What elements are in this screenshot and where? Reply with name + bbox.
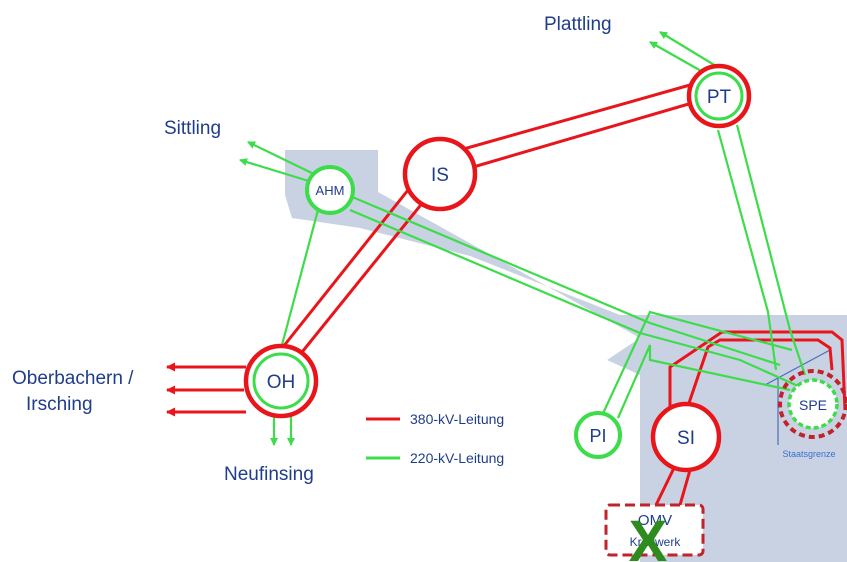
station-label-kraftwerk: Kraftwerk: [630, 535, 682, 549]
station-is: IS: [402, 136, 478, 212]
station-label-pi: PI: [589, 426, 606, 446]
label-oberbachern: Oberbachern /: [12, 368, 134, 389]
legend-label-220kv: 220-kV-Leitung: [410, 450, 504, 466]
station-label-oh: OH: [267, 372, 296, 393]
legend: 380-kV-Leitung 220-kV-Leitung: [366, 411, 504, 466]
label-irsching: Irsching: [26, 394, 93, 415]
station-oh: OH: [243, 343, 319, 419]
station-ahm: AHM: [305, 165, 355, 215]
place-labels: Plattling Sittling Oberbachern / Irschin…: [12, 14, 612, 485]
station-omv: OMV Kraftwerk X: [604, 503, 705, 562]
station-si: SI: [650, 401, 722, 473]
region-shading: [285, 150, 847, 562]
label-plattling: Plattling: [544, 14, 612, 35]
legend-label-380kv: 380-kV-Leitung: [410, 411, 504, 427]
station-label-pt: PT: [707, 87, 732, 108]
state-border-line: [764, 349, 831, 445]
station-label-is: IS: [431, 165, 449, 186]
lines-380kv: [166, 83, 847, 506]
closed-x-marker: X: [629, 509, 668, 562]
station-pt: PT: [686, 63, 752, 129]
station-label-spe: SPE: [799, 397, 827, 413]
station-pi: PI: [574, 411, 622, 459]
station-label-omv: OMV: [638, 512, 672, 529]
label-neufinsing: Neufinsing: [224, 464, 314, 485]
lines-220kv: [239, 31, 807, 446]
station-label-ahm: AHM: [316, 183, 345, 198]
border-label: Staatsgrenze: [782, 449, 835, 459]
label-sittling: Sittling: [164, 118, 221, 139]
station-label-si: SI: [677, 428, 695, 449]
station-spe: SPE: [778, 369, 847, 439]
